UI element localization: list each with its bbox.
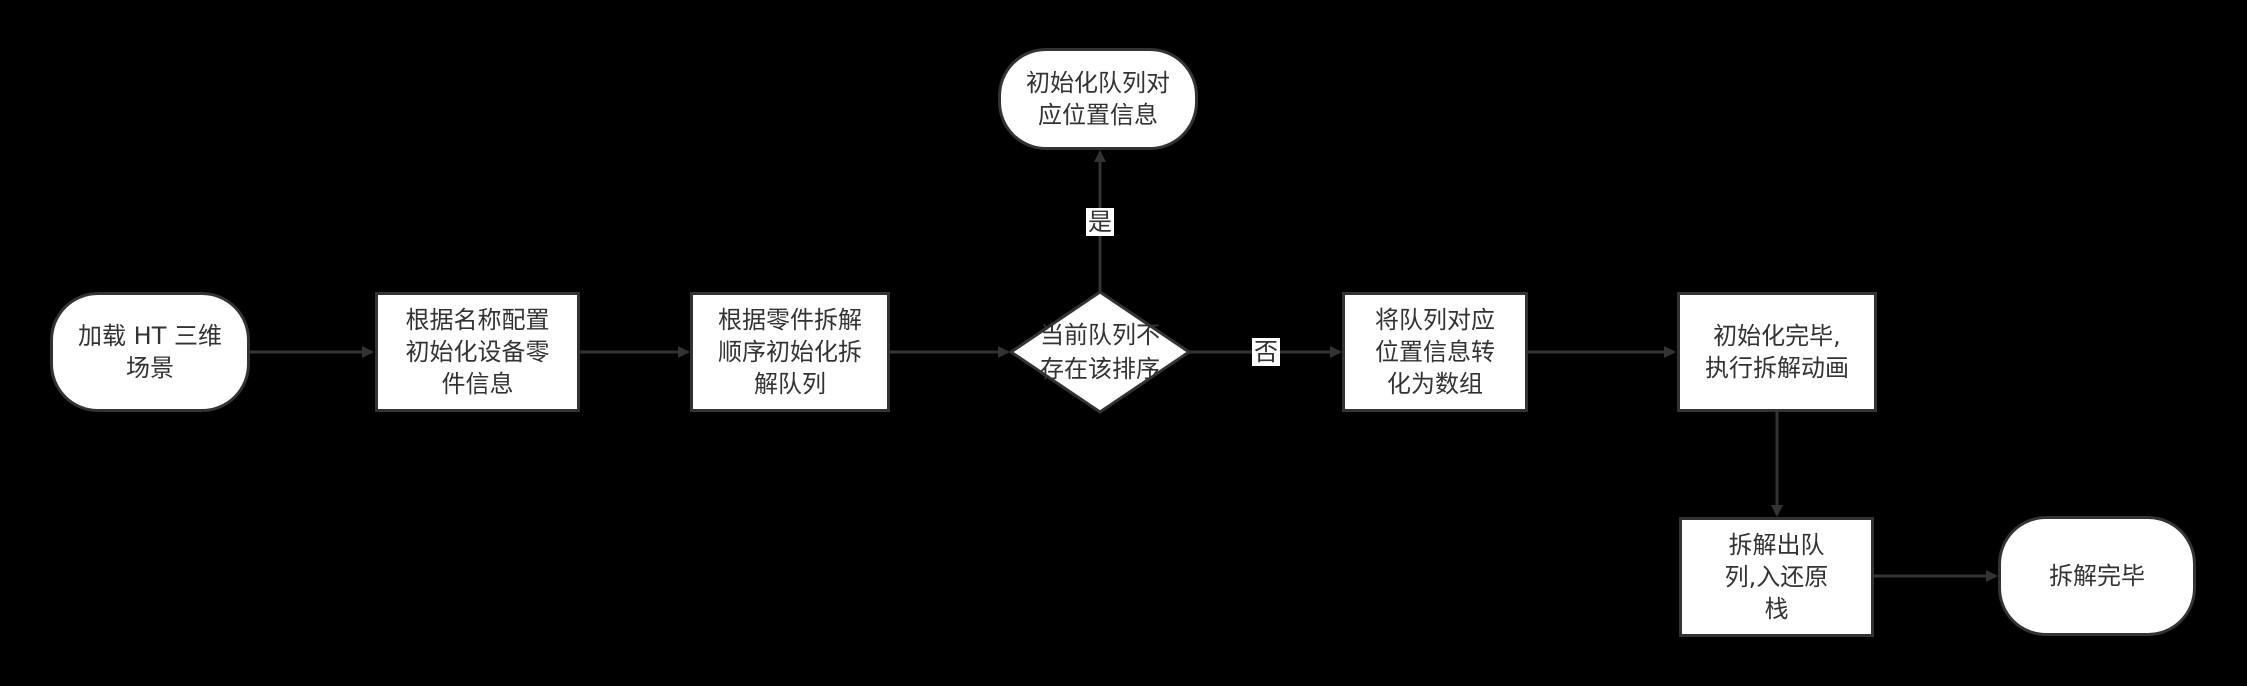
init-queue-process: 根据零件拆解 顺序初始化拆 解队列 — [690, 292, 890, 412]
init-queue-label: 根据零件拆解 顺序初始化拆 解队列 — [718, 306, 862, 398]
convert-process: 将队列对应 位置信息转 化为数组 — [1342, 292, 1528, 412]
end-label: 拆解完毕 — [2049, 562, 2145, 590]
no-edge-label: 否 — [1252, 338, 1280, 366]
init-position-terminal: 初始化队列对 应位置信息 — [998, 48, 1198, 150]
config-label: 根据名称配置 初始化设备零 件信息 — [405, 306, 550, 398]
init-position-label: 初始化队列对 应位置信息 — [1026, 69, 1170, 129]
decision-diamond — [1008, 290, 1192, 414]
end-terminal: 拆解完毕 — [1998, 516, 2196, 636]
dequeue-process: 拆解出队 列,入还原 栈 — [1679, 517, 1874, 637]
start-label: 加载 HT 三维 场景 — [78, 322, 222, 382]
dequeue-label: 拆解出队 列,入还原 栈 — [1724, 531, 1829, 623]
convert-label: 将队列对应 位置信息转 化为数组 — [1375, 306, 1495, 398]
start-terminal: 加载 HT 三维 场景 — [50, 292, 250, 412]
config-process: 根据名称配置 初始化设备零 件信息 — [375, 292, 580, 412]
yes-edge-label: 是 — [1086, 208, 1114, 236]
animate-label: 初始化完毕, 执行拆解动画 — [1705, 322, 1849, 382]
animate-process: 初始化完毕, 执行拆解动画 — [1677, 292, 1877, 412]
